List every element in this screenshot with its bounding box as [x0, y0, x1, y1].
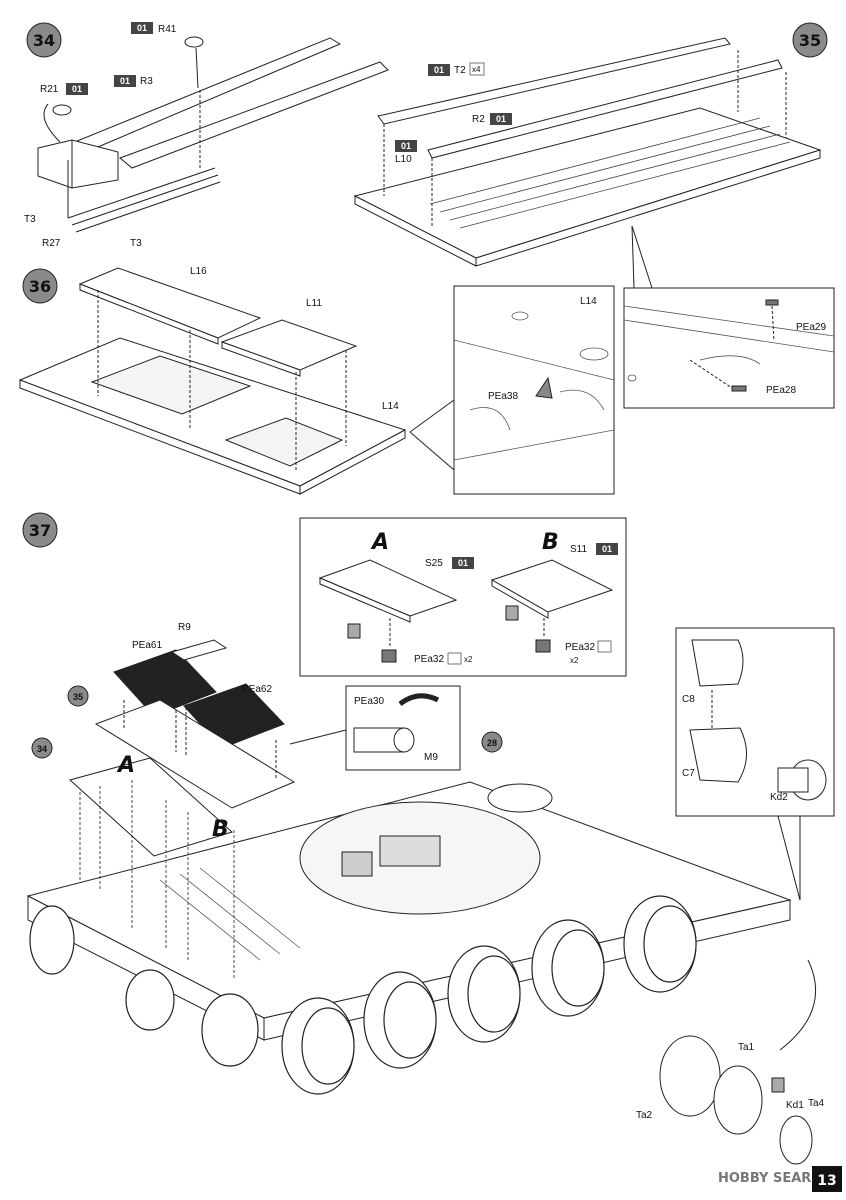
sprue-tag: [596, 543, 618, 555]
sprue-tag-text: 01: [72, 84, 82, 94]
page-number-badge: [812, 1166, 842, 1192]
sprue-tag: [114, 75, 136, 87]
sprue-tag-text: 01: [137, 23, 147, 33]
label-PEa29: PEa29: [796, 322, 826, 333]
label-PEa32: PEa32: [414, 654, 444, 665]
sprue-tag: [66, 83, 88, 95]
detail-inset-PEa29: [623, 287, 835, 409]
page-number: 13: [817, 1173, 836, 1189]
step-36: 36 L16 L11 L14 PEa38 L14: [18, 225, 835, 495]
sprue-tag: [131, 22, 153, 34]
step-37: 37 A B S25 01 S11 01 PEa32 x2 PEa32 x2 P…: [22, 512, 835, 1165]
label-L14: L14: [580, 296, 597, 307]
label-R3: R3: [140, 76, 153, 87]
label-PEa32-qty: x2: [570, 656, 579, 665]
sprue-tag: [490, 113, 512, 125]
label-PEa38: PEa38: [488, 391, 518, 402]
step-36-badge: [22, 268, 58, 304]
label-S25: S25: [425, 558, 443, 569]
sprue-tag: [452, 557, 474, 569]
label-C7: C7: [682, 768, 695, 779]
step-35: 35 01 T2 x4 R2 01 01 L10: [353, 22, 828, 267]
sprocket-Ta1: [713, 1065, 763, 1135]
sprue-tag-text: 01: [602, 544, 612, 554]
label-L11: L11: [306, 298, 322, 309]
step-34: 34 01 R41 R21 01 01 R3 T3 R27 T3: [24, 22, 389, 249]
label-T3: T3: [24, 214, 36, 225]
label-Ta1: Ta1: [738, 1042, 755, 1053]
label-L14: L14: [382, 401, 399, 412]
ref-34-number: 34: [37, 744, 47, 754]
sprue-tag: [428, 64, 450, 76]
label-T2: T2: [454, 65, 466, 76]
road-wheels: [29, 895, 697, 1095]
label-PEa28: PEa28: [766, 385, 796, 396]
variant-A-label: A: [370, 530, 389, 555]
step-34-number: 34: [33, 31, 55, 50]
step-34-badge: [26, 22, 62, 58]
label-T2-qty: x4: [472, 65, 481, 74]
label-PEa32-qty: x2: [464, 655, 473, 664]
label-PEa32: PEa32: [565, 642, 595, 653]
label-L16: L16: [190, 266, 207, 277]
ref-28-number: 28: [487, 738, 497, 748]
brand-watermark: HOBBY SEARCH: [718, 1171, 832, 1186]
sprue-tag-text: 01: [458, 558, 468, 568]
grille-PEa61: [113, 649, 217, 717]
sprue-tag-text: 01: [496, 114, 506, 124]
step-37-badge: [22, 512, 58, 548]
label-R27: R27: [42, 238, 61, 249]
label-R2: R2: [472, 114, 485, 125]
sprue-tag-text: 01: [401, 141, 411, 151]
label-Ta2: Ta2: [636, 1110, 653, 1121]
label-Ta4: Ta4: [808, 1098, 825, 1109]
ref-35-badge: [67, 685, 89, 707]
label-M9: M9: [424, 752, 438, 763]
variant-B-label: B: [542, 530, 559, 555]
sprocket-Ta2: [659, 1035, 721, 1117]
label-Kd1: Kd1: [786, 1100, 804, 1111]
variant-A-marker: A: [116, 753, 135, 778]
step-35-number: 35: [799, 31, 821, 50]
ref-34-badge: [31, 737, 53, 759]
label-R9: R9: [178, 622, 191, 633]
label-S11: S11: [570, 544, 587, 555]
detail-inset-PEa38: [453, 285, 615, 495]
sprue-tag: [395, 140, 417, 152]
label-R21: R21: [40, 84, 59, 95]
label-PEa61: PEa61: [132, 640, 162, 651]
ref-35-number: 35: [73, 692, 83, 702]
footer: HOBBY SEARCH 13: [718, 1166, 842, 1192]
step-36-number: 36: [29, 277, 51, 296]
label-T3: T3: [130, 238, 142, 249]
step-37-number: 37: [29, 521, 51, 540]
sprue-tag-text: 01: [434, 65, 444, 75]
step-35-badge: [792, 22, 828, 58]
label-PEa62: PEa62: [242, 684, 272, 695]
sprue-tag-text: 01: [120, 76, 130, 86]
label-Kd2: Kd2: [770, 792, 788, 803]
label-C8: C8: [682, 694, 695, 705]
ref-28-badge: [481, 731, 503, 753]
variant-B-marker: B: [212, 817, 229, 842]
label-PEa30: PEa30: [354, 696, 384, 707]
label-R41: R41: [158, 24, 177, 35]
hub-Ta4: [779, 1115, 813, 1165]
label-L10: L10: [395, 154, 412, 165]
